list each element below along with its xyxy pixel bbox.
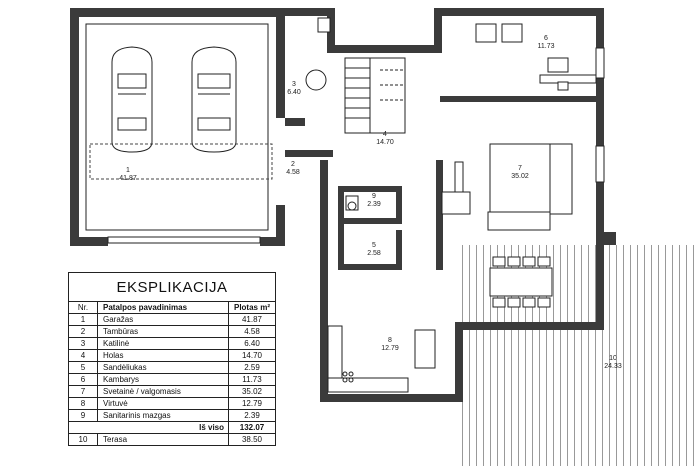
legend-row: 6 Kambarys 11.73 xyxy=(69,374,275,386)
legend-area: 14.70 xyxy=(241,351,263,360)
room-number-6: 6 xyxy=(544,35,548,42)
car-right xyxy=(191,46,237,153)
legend-nr: 9 xyxy=(69,410,98,421)
kitchen-counters xyxy=(327,325,436,393)
legend-row: 9 Sanitarinis mazgas 2.39 xyxy=(69,410,275,422)
legend-name: Garažas xyxy=(98,314,229,325)
legend-row: 2 Tambūras 4.58 xyxy=(69,326,275,338)
legend-nr: 6 xyxy=(69,374,98,385)
legend-area: 2.39 xyxy=(244,411,260,420)
legend-nr: 4 xyxy=(69,350,98,361)
room-area-9: 2.39 xyxy=(367,201,381,208)
legend-total-spacer xyxy=(69,422,97,433)
legend-row: 5 Sandėliukas 2.59 xyxy=(69,362,275,374)
legend-area: 4.58 xyxy=(244,327,260,336)
boiler xyxy=(305,69,327,91)
legend-name: Sanitarinis mazgas xyxy=(98,410,229,421)
garage-inner-line xyxy=(85,23,269,231)
legend-name: Terasa xyxy=(98,434,229,445)
legend-total-row: Iš viso 132.07 xyxy=(69,422,275,434)
legend-name: Holas xyxy=(98,350,229,361)
legend-name: Tambūras xyxy=(98,326,229,337)
house-walls xyxy=(285,8,604,402)
room-number-4: 4 xyxy=(383,131,387,138)
legend-total-label: Iš viso xyxy=(97,422,229,433)
legend-nr: 1 xyxy=(69,314,98,325)
room6-furniture xyxy=(475,23,605,91)
legend-area: 41.87 xyxy=(241,315,263,324)
legend-title: EKSPLIKACIJA xyxy=(69,273,275,302)
room-labels: 1 41.87 2 4.58 3 6.40 4 14.70 5 2.58 6 1… xyxy=(119,35,622,370)
legend-row: 8 Virtuvė 12.79 xyxy=(69,398,275,410)
room-number-10: 10 xyxy=(609,355,617,362)
boiler-unit xyxy=(317,17,331,33)
legend-header-nr: Nr. xyxy=(69,302,98,313)
legend-row: 1 Garažas 41.87 xyxy=(69,314,275,326)
garage-dashed-zone xyxy=(89,143,273,180)
legend-header-row: Nr. Patalpos pavadinimas Plotas m² xyxy=(69,302,275,314)
legend-row: 4 Holas 14.70 xyxy=(69,350,275,362)
garage-door xyxy=(107,236,261,244)
room-number-5: 5 xyxy=(372,242,376,249)
room-area-6: 11.73 xyxy=(538,43,555,50)
legend-area: 2.59 xyxy=(244,363,260,372)
room-area-4: 14.70 xyxy=(376,139,394,146)
legend-area: 38.50 xyxy=(241,435,263,444)
room-area-2: 4.58 xyxy=(286,169,300,176)
room-area-7: 35.02 xyxy=(511,173,529,180)
legend-area: 6.40 xyxy=(244,339,260,348)
legend-nr: 10 xyxy=(69,434,98,445)
garage-walls xyxy=(70,8,285,246)
legend-name: Virtuvė xyxy=(98,398,229,409)
legend-name: Katilinė xyxy=(98,338,229,349)
room-area-8: 12.79 xyxy=(381,345,399,352)
room-number-1: 1 xyxy=(126,167,130,174)
room-area-3: 6.40 xyxy=(287,89,301,96)
legend-area: 12.79 xyxy=(241,399,263,408)
legend-nr: 7 xyxy=(69,386,98,397)
room-number-2: 2 xyxy=(291,161,295,168)
legend-row: 7 Svetainė / valgomasis 35.02 xyxy=(69,386,275,398)
legend-header-name: Patalpos pavadinimas xyxy=(98,302,229,313)
room-area-5: 2.58 xyxy=(367,250,381,257)
legend-nr: 3 xyxy=(69,338,98,349)
legend-row: 3 Katilinė 6.40 xyxy=(69,338,275,350)
legend-terrace-row: 10 Terasa 38.50 xyxy=(69,434,275,445)
dining-table xyxy=(489,256,553,308)
legend-area: 35.02 xyxy=(241,387,263,396)
room-number-9: 9 xyxy=(372,193,376,200)
room-number-8: 8 xyxy=(388,337,392,344)
legend-nr: 8 xyxy=(69,398,98,409)
room-number-3: 3 xyxy=(292,81,296,88)
legend-total-area: 132.07 xyxy=(239,423,265,432)
legend-name: Svetainė / valgomasis xyxy=(98,386,229,397)
living-furniture xyxy=(441,143,605,231)
legend-name: Kambarys xyxy=(98,374,229,385)
staircase xyxy=(344,57,406,134)
car-left xyxy=(111,46,153,153)
legend-nr: 5 xyxy=(69,362,98,373)
legend-table: EKSPLIKACIJA Nr. Patalpos pavadinimas Pl… xyxy=(68,272,276,446)
room-area-10: 24.33 xyxy=(604,363,622,370)
bathroom-fixtures xyxy=(345,195,359,211)
legend-name: Sandėliukas xyxy=(98,362,229,373)
room-number-7: 7 xyxy=(518,165,522,172)
room-area-1: 41.87 xyxy=(119,175,137,182)
legend-header-area: Plotas m² xyxy=(233,303,270,312)
legend-nr: 2 xyxy=(69,326,98,337)
legend-area: 11.73 xyxy=(242,375,262,384)
